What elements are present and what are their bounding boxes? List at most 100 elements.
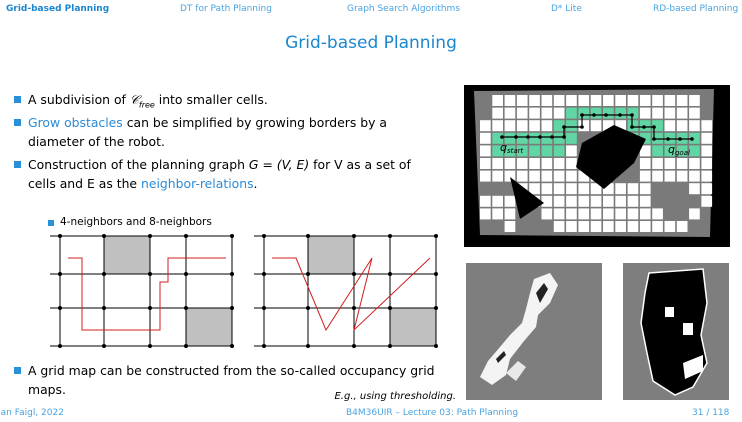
free-cell: [504, 120, 516, 132]
four-neighbors-grid: [50, 235, 233, 347]
free-cell: [480, 208, 491, 220]
path-cell: [664, 145, 676, 157]
free-cell: [615, 208, 626, 220]
free-cell: [664, 120, 676, 132]
free-cell: [652, 158, 663, 169]
nav-item-d-star-lite[interactable]: D* Lite: [551, 4, 582, 14]
path-cell: [504, 132, 516, 144]
free-cell: [553, 95, 565, 106]
free-cell: [627, 221, 639, 232]
free-cell: [541, 208, 553, 220]
free-cell: [627, 183, 639, 195]
free-cell: [615, 95, 626, 106]
free-cell: [639, 145, 651, 157]
math-c-free: 𝒞free: [129, 92, 155, 110]
path-cell: [566, 107, 577, 119]
bullet-subdivision: A subdivision of 𝒞free into smaller cell…: [14, 90, 438, 114]
nav-item-grid-based-planning[interactable]: Grid-based Planning: [6, 4, 110, 14]
free-cell: [689, 120, 700, 132]
free-cell: [516, 120, 528, 132]
free-cell: [492, 208, 503, 220]
path-cell: [516, 132, 528, 144]
free-cell: [676, 95, 688, 106]
free-cell: [676, 170, 688, 182]
path-cell: [529, 145, 540, 157]
path-cell: [627, 107, 639, 119]
path-cell: [529, 132, 540, 144]
triangle-obstacle: [510, 177, 544, 219]
free-cell: [529, 95, 540, 106]
bullet-grow-obstacles: Grow obstacles can be simplified by grow…: [14, 113, 440, 151]
free-cell: [504, 158, 516, 169]
free-cell: [701, 170, 713, 182]
free-cell: [664, 158, 676, 169]
free-cell: [652, 208, 663, 220]
free-cell: [541, 120, 553, 132]
free-cell: [504, 221, 516, 232]
free-cell: [516, 158, 528, 169]
bullet-marker: [14, 119, 21, 126]
free-cell: [480, 170, 491, 182]
free-cell: [504, 107, 516, 119]
free-cell: [504, 170, 516, 182]
path-cell: [590, 107, 602, 119]
nav-item-rd-based-planning[interactable]: RD-based Planning: [653, 4, 739, 14]
free-cell: [578, 221, 590, 232]
free-cell: [652, 107, 663, 119]
free-cell: [590, 195, 602, 207]
path-cell: [566, 120, 577, 132]
free-cell: [492, 195, 503, 207]
free-cell: [652, 95, 663, 106]
free-cell: [676, 120, 688, 132]
free-cell: [615, 221, 626, 232]
free-cell: [664, 95, 676, 106]
free-cell: [480, 158, 491, 169]
free-cell: [541, 170, 553, 182]
free-cell: [578, 120, 590, 132]
free-cell: [516, 107, 528, 119]
path-cell: [689, 145, 700, 157]
path-cell: [639, 132, 651, 144]
nav-item-graph-search[interactable]: Graph Search Algorithms: [347, 4, 461, 14]
neighbors-diagram: [50, 234, 438, 348]
free-cell: [566, 195, 577, 207]
free-cell: [566, 158, 577, 169]
path-cell: [652, 132, 663, 144]
footer-bar: Jan Faigl, 2022 B4M36UIR – Lecture 03: P…: [0, 406, 742, 422]
free-cell: [566, 145, 577, 157]
occupancy-grid-map-1: [466, 263, 602, 400]
free-cell: [480, 195, 491, 207]
path-cell: [578, 107, 590, 119]
neighbor-relations-term: neighbor-relations: [141, 176, 254, 191]
grow-obstacles-term: Grow obstacles: [28, 115, 123, 130]
subbullet-neighbors: 4-neighbors and 8-neighbors: [48, 216, 212, 228]
free-cell: [639, 221, 651, 232]
free-cell: [578, 195, 590, 207]
grid-planning-figure: qstart qgoal: [464, 85, 730, 247]
free-cell: [701, 132, 713, 144]
free-cell: [578, 183, 590, 195]
free-cell: [590, 95, 602, 106]
path-cell: [676, 145, 688, 157]
free-cell: [529, 158, 540, 169]
free-cell: [676, 107, 688, 119]
free-cell: [689, 95, 700, 106]
free-cell: [689, 158, 700, 169]
free-cell: [639, 195, 651, 207]
free-cell: [603, 183, 614, 195]
free-cell: [652, 221, 663, 232]
free-cell: [480, 132, 491, 144]
free-cell: [603, 195, 614, 207]
free-cell: [639, 183, 651, 195]
footer-lecture: B4M36UIR – Lecture 03: Path Planning: [346, 408, 519, 418]
free-cell: [701, 145, 713, 157]
nav-item-dt-path-planning[interactable]: DT for Path Planning: [180, 4, 272, 14]
free-cell: [516, 170, 528, 182]
path-cell: [541, 132, 553, 144]
bullet-planning-graph: Construction of the planning graph G = (…: [14, 155, 440, 193]
free-cell: [664, 221, 676, 232]
free-cell: [676, 221, 688, 232]
free-cell: [627, 208, 639, 220]
free-cell: [603, 120, 614, 132]
free-cell: [492, 107, 503, 119]
